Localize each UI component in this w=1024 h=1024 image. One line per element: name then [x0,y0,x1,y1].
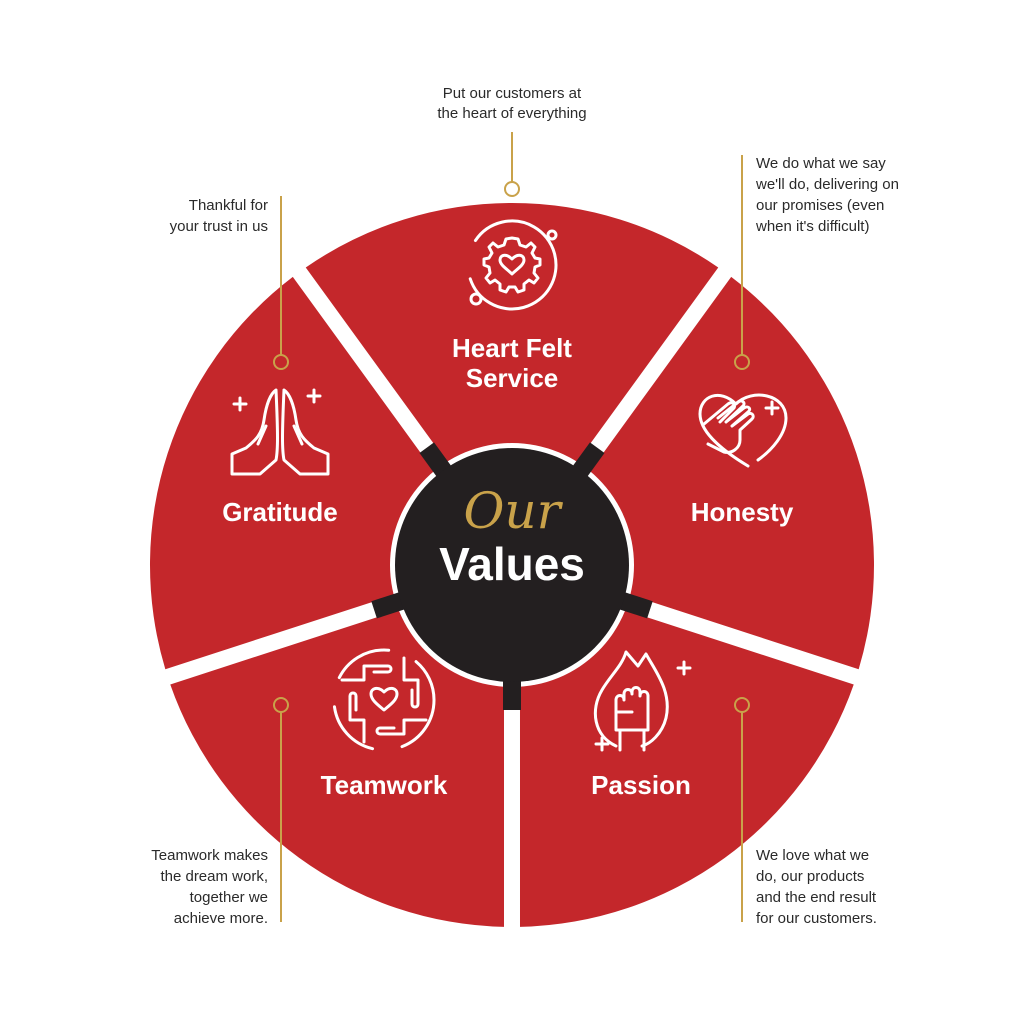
segment-title-heart-felt-service-line-1: Heart Felt [452,333,572,363]
segment-heart-felt-service [305,202,719,472]
description-line: We do what we say [756,155,886,172]
description-line: do, our products [756,868,864,885]
praying-hands-icon [230,388,330,476]
segment-title-passion: Passion [591,770,691,800]
leader-dot-passion [734,697,750,713]
description-line: achieve more. [174,910,268,927]
description-line: when it's difficult) [755,218,869,235]
center-title-script: Our [463,482,563,540]
description-line: Put our customers at [443,85,582,102]
leader-dot-gratitude [273,354,289,370]
description-line: together we [190,889,268,906]
description-line: Teamwork makes [151,847,268,864]
segment-title-honesty: Honesty [691,497,794,527]
description-line: your trust in us [170,218,268,235]
leader-dot-heart-felt-service [504,181,520,197]
description-line: and the end result [756,889,877,906]
center-title-bold: Values [439,538,585,590]
description-line: we'll do, delivering on [755,176,899,193]
segment-title-heart-felt-service-line-2: Service [466,363,559,393]
leader-dot-teamwork [273,697,289,713]
description-line: Thankful for [189,197,268,214]
segment-teamwork [170,606,505,927]
description-heart-felt-service: Put our customers at the heart of everyt… [437,85,586,122]
segment-honesty [582,276,874,670]
raised-fist-flame-icon [593,650,692,752]
description-gratitude: Thankful for your trust in us [170,197,268,235]
description-line: We love what we [756,847,869,864]
description-line: for our customers. [756,910,877,927]
description-line: the heart of everything [437,105,586,122]
center-hub [395,448,629,682]
leader-dot-honesty [734,354,750,370]
segment-title-gratitude: Gratitude [222,497,338,527]
hand-on-heart-icon [698,393,788,468]
description-passion: We love what we do, our products and the… [756,847,877,927]
joined-hands-heart-icon [332,648,436,752]
description-teamwork: Teamwork makes the dream work, together … [151,847,268,927]
description-line: the dream work, [160,868,268,885]
segment-gratitude [149,276,442,670]
segment-title-teamwork: Teamwork [321,770,448,800]
description-honesty: We do what we say we'll do, delivering o… [755,155,899,235]
description-line: our promises (even [756,197,884,214]
